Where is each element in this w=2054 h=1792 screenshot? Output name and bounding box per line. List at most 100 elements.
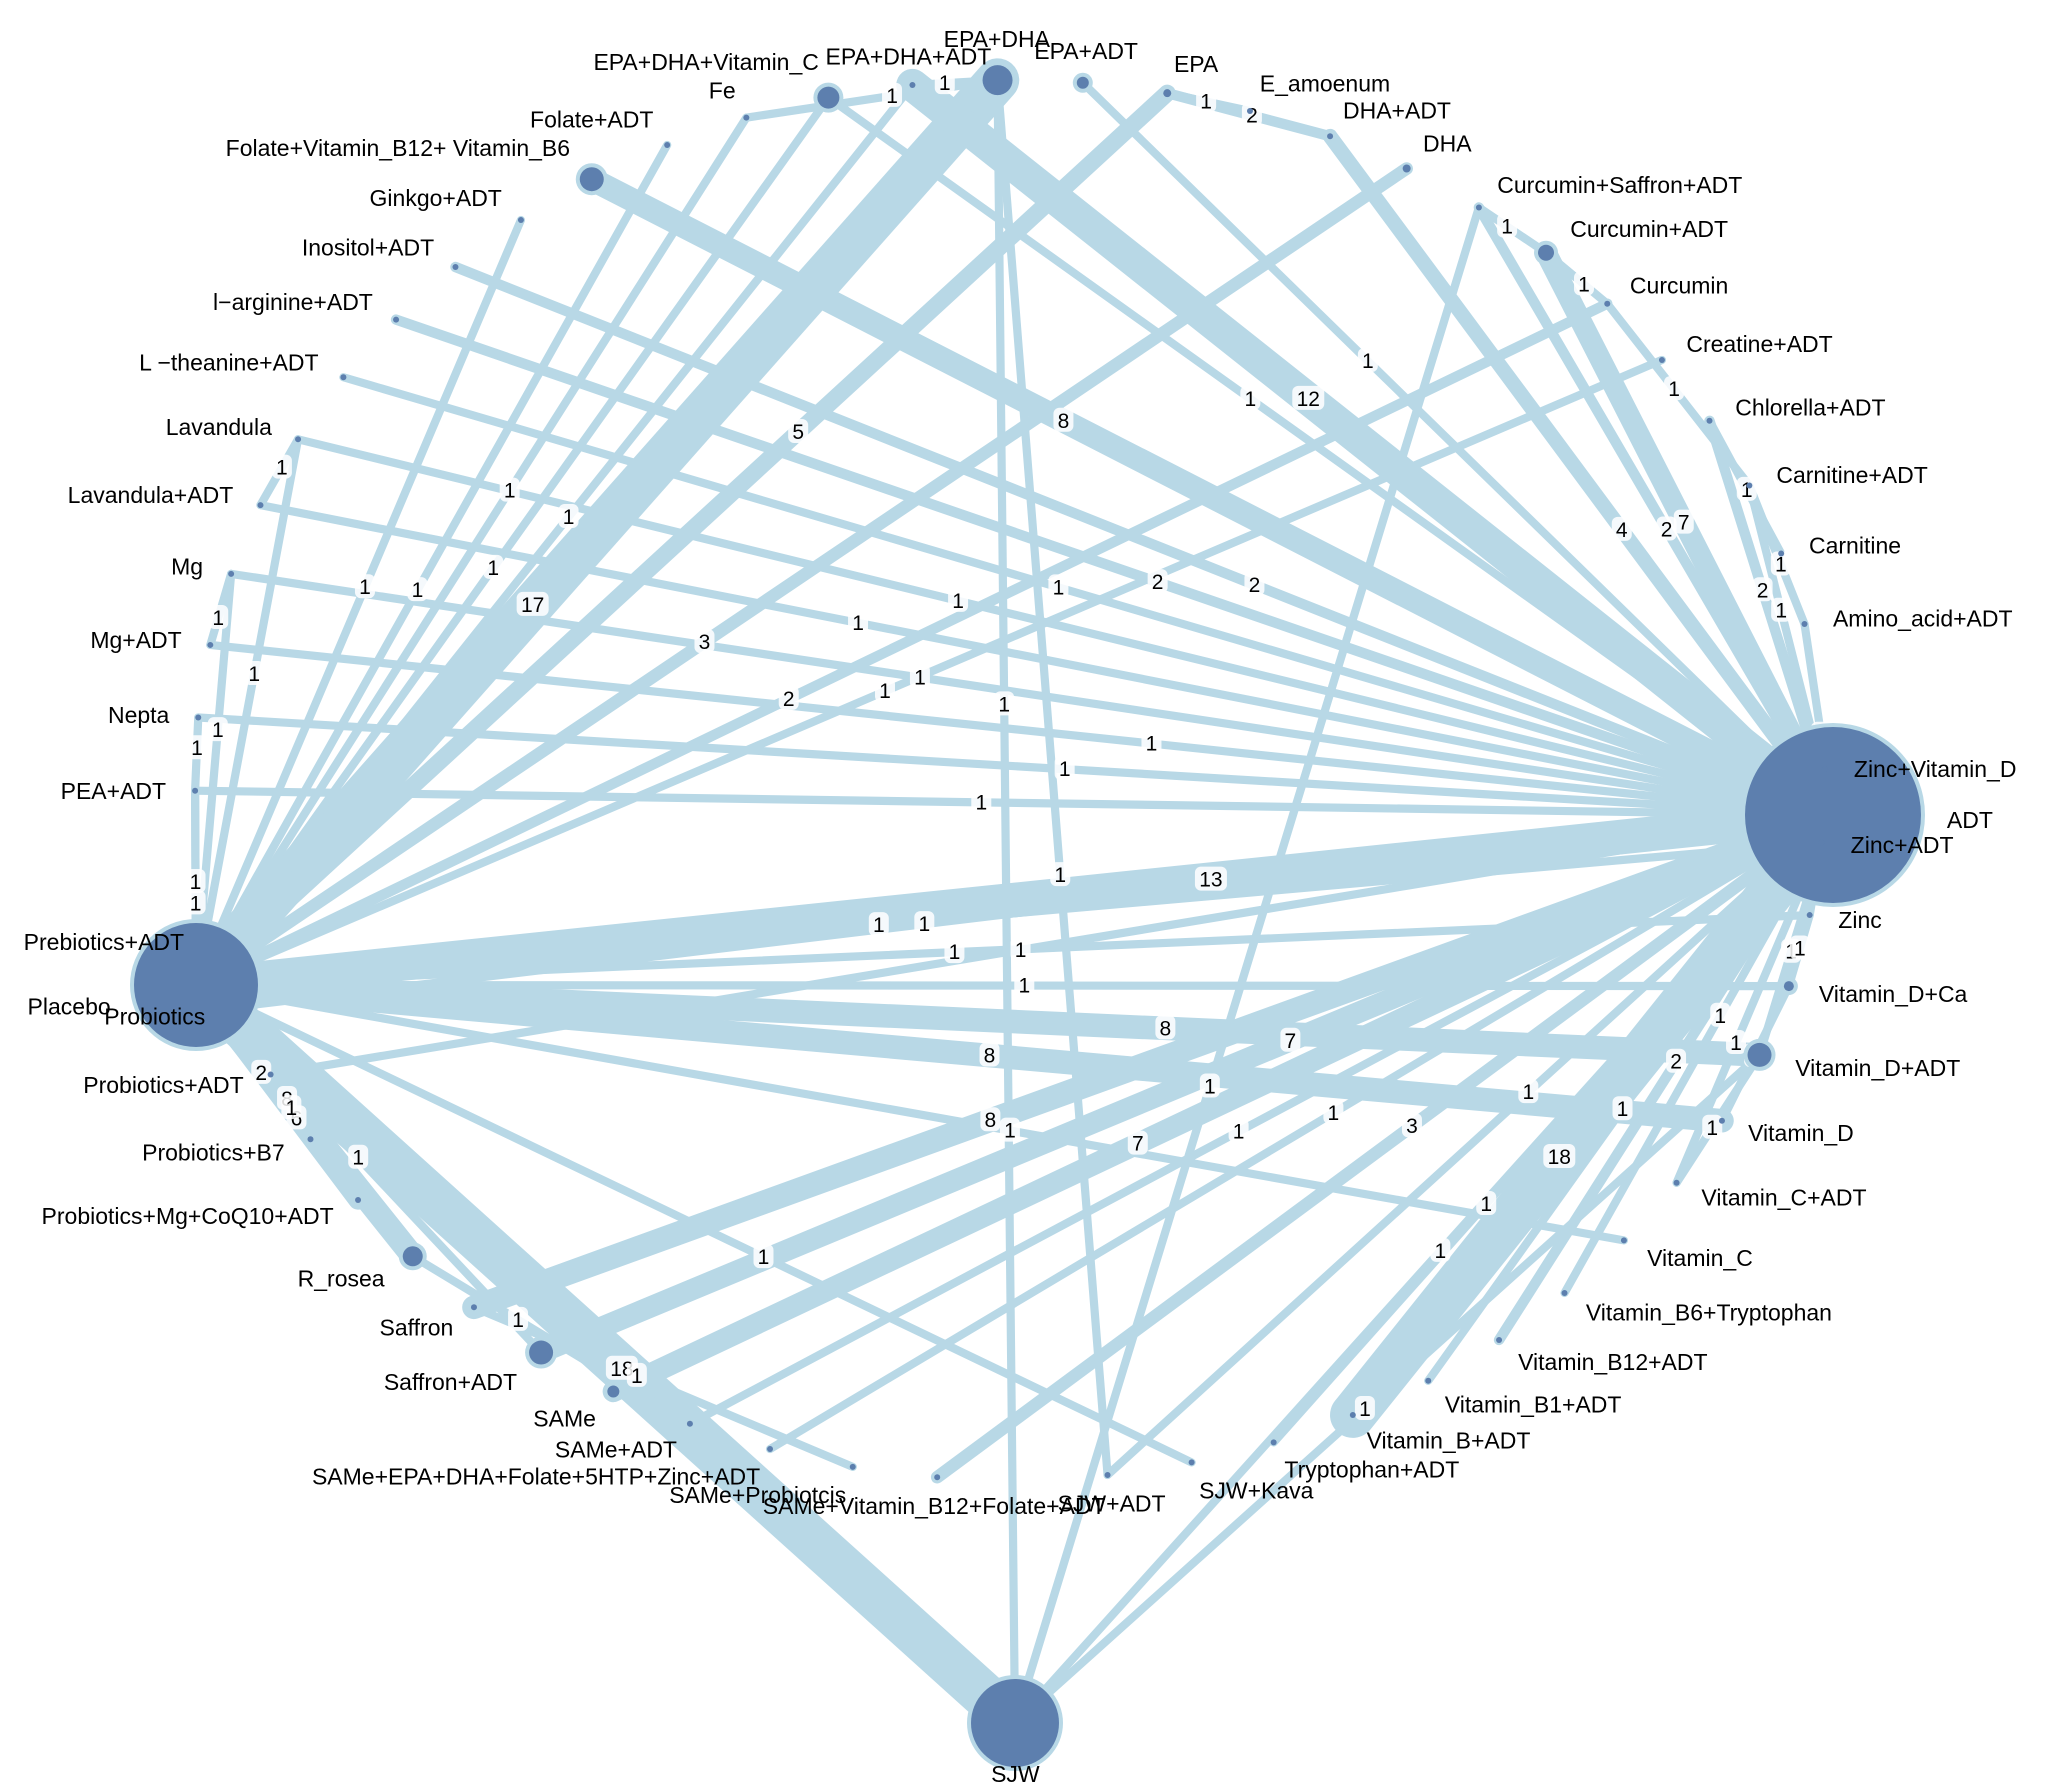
- edge-placebo-epa: [187, 84, 1176, 994]
- edge-count-label: 1: [1775, 553, 1787, 576]
- edge-sjw-epa-dha: [993, 75, 1020, 1728]
- edge-label-bg: [848, 609, 869, 634]
- edge-adt-mg: [227, 569, 1838, 820]
- edge-label-bg: [753, 1244, 774, 1269]
- edge-label-bg: [1789, 935, 1810, 960]
- node-label-zinc: Zinc: [1838, 907, 1881, 933]
- node-nepta: [195, 714, 202, 721]
- node-vitamin-c-adt: [1673, 1179, 1680, 1186]
- node-lavandula-adt: [257, 502, 264, 509]
- edge-placebo-adt: [178, 797, 1851, 1003]
- edge-count-label: 1: [412, 579, 424, 602]
- node-label-sjw: SJW: [991, 1761, 1040, 1787]
- edge-count-label: 1: [1053, 576, 1065, 599]
- node-zinc: [1806, 912, 1813, 919]
- node-vitamin-c: [1620, 1237, 1627, 1244]
- node-same-probiotcis: [849, 1463, 856, 1470]
- edge-label-bg: [994, 691, 1015, 716]
- node-label-inositol-adt: Inositol+ADT: [302, 234, 434, 260]
- edge-label-bg: [1147, 569, 1168, 594]
- edge-count-label: 8: [1058, 410, 1070, 433]
- edge-count-label: 1: [212, 719, 224, 742]
- node-placebo: [134, 923, 258, 1047]
- edge-count-label: 1: [1200, 91, 1212, 114]
- edge-adt-epa-dha-adt: [896, 68, 1850, 832]
- edge-label-bg: [909, 664, 930, 689]
- edge-adt-epa-adt: [1078, 78, 1838, 820]
- edge-label-bg: [1048, 574, 1069, 599]
- edge-count-label: 2: [1661, 518, 1673, 541]
- edge-placebo-epa-dha: [174, 58, 1020, 1007]
- node-label-tryptophan-adt: Tryptophan+ADT: [1284, 1456, 1459, 1482]
- node-label-same-probiotcis: SAMe+Probiotcis: [669, 1482, 846, 1508]
- node-label-chlorella-adt: Chlorella+ADT: [1735, 395, 1885, 421]
- node-epa: [1163, 89, 1172, 98]
- edge-label-bg: [1292, 385, 1325, 410]
- node-label-lavandula-adt: Lavandula+ADT: [68, 482, 234, 508]
- edge-placebo-curcumin: [190, 298, 1613, 991]
- edges-layer: [173, 58, 1856, 1746]
- edge-count-label: 1: [248, 663, 260, 686]
- edge-label-bg: [1354, 1395, 1375, 1420]
- edge-label-bg: [948, 587, 969, 612]
- edge-placebo-lavandula: [191, 435, 303, 990]
- edge-label-bg: [1199, 1073, 1220, 1098]
- node-vitamin-b1-adt: [1425, 1377, 1432, 1384]
- node-inositol-adt: [452, 264, 459, 271]
- node-label-sjw-adt: SJW+ADT: [1058, 1491, 1166, 1517]
- node-label-epa-dha-vitamin-c: EPA+DHA+Vitamin_C: [593, 49, 818, 75]
- edge-label-bg: [979, 1042, 1000, 1067]
- edge-label-bg: [1127, 1130, 1148, 1155]
- node-label-vitamin-b6-tryptophan: Vitamin_B6+Tryptophan: [1586, 1300, 1832, 1326]
- edge-count-label: 1: [1018, 975, 1030, 998]
- edge-label-bg: [1323, 1099, 1344, 1124]
- edge-count-label: 4: [1616, 519, 1628, 542]
- edge-label-bg: [1573, 271, 1594, 296]
- node-probiotics-b7: [307, 1136, 314, 1143]
- edge-label-bg: [1280, 1027, 1301, 1052]
- edge-placebo-epa-dha-adt: [191, 80, 917, 990]
- edge-count-label: 1: [918, 913, 930, 936]
- edge-label-bg: [1053, 407, 1074, 432]
- edge-adt-same-vitamin-b12-folate-adt: [930, 808, 1840, 1484]
- edge-label-bg: [694, 629, 715, 654]
- node-label-same-vitamin-b12-folate-adt: SAMe+Vitamin_B12+Folate+ADT: [763, 1493, 1106, 1519]
- edge-label-bg: [185, 890, 206, 915]
- node-label-epa-dha: EPA+DHA: [944, 26, 1051, 52]
- edge-label-bg: [1770, 551, 1791, 576]
- edge-label-bg: [1476, 1190, 1497, 1215]
- edge-label-bg: [558, 504, 579, 529]
- node-epa-adt: [1076, 76, 1089, 89]
- node-label-folate-adt: Folate+ADT: [530, 106, 653, 132]
- node-label-same-adt: SAMe+ADT: [555, 1437, 677, 1463]
- edge-label-bg: [934, 70, 955, 95]
- node-adt: [1745, 727, 1921, 903]
- edge-label-bg: [1228, 1118, 1249, 1143]
- edge-count-label: 1: [873, 914, 885, 937]
- node-label-saffron: Saffron: [380, 1315, 454, 1341]
- node-label-vitamin-c-adt: Vitamin_C+ADT: [1701, 1185, 1866, 1211]
- edge-label-bg: [1611, 516, 1632, 541]
- node-r-rosea: [402, 1246, 423, 1267]
- node-probiotics-adt: [267, 1071, 274, 1078]
- node-curcumin-adt: [1538, 244, 1555, 261]
- edge-count-label: 1: [1668, 378, 1680, 401]
- edge-label-bg: [882, 82, 903, 107]
- node-same-adt: [686, 1420, 693, 1427]
- edge-adt-folate-vitamin-b12-vitamin-b6: [579, 167, 1845, 827]
- node-label-amino-acid-adt: Amino_acid+ADT: [1833, 605, 2013, 631]
- edge-adt-vitamin-b-adt: [1330, 792, 1856, 1438]
- edge-label-bg: [788, 419, 809, 444]
- edge-count-label: 1: [276, 457, 288, 480]
- node-l-theanine-adt: [340, 374, 347, 381]
- node-label-r-rosea: R_rosea: [298, 1266, 385, 1292]
- edge-count-label: 1: [1233, 1121, 1245, 1144]
- edge-label-bg: [1014, 972, 1035, 997]
- edge-count-label: 1: [1059, 758, 1071, 781]
- edge-label-bg: [1710, 1002, 1731, 1027]
- node-label-ginkgo-adt: Ginkgo+ADT: [370, 185, 502, 211]
- node-vitamin-b6-tryptophan: [1561, 1289, 1568, 1296]
- edge-count-label: 2: [1249, 574, 1261, 597]
- edge-label-bg: [971, 789, 992, 814]
